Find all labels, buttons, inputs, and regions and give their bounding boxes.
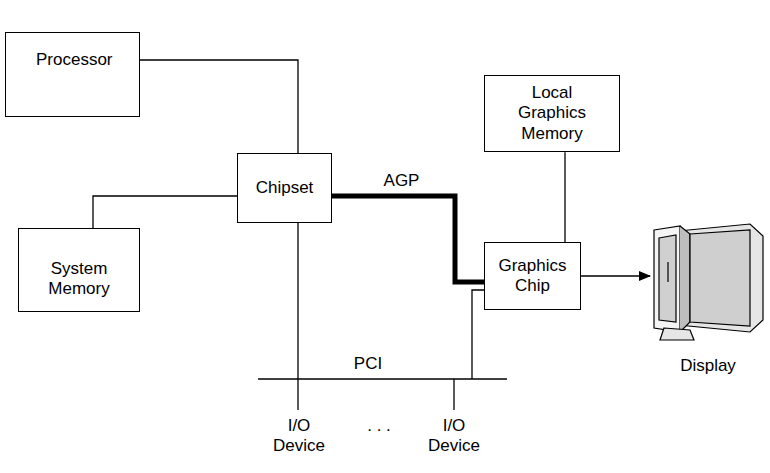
pci-bus-line xyxy=(258,378,507,379)
processor-box: Processor xyxy=(5,32,140,117)
bus-name: PCI xyxy=(348,354,388,374)
io-drop xyxy=(453,379,454,410)
memory-box: System Memory xyxy=(18,228,140,312)
memory-box: Local Graphics Memory xyxy=(484,75,620,152)
node-label: Processor xyxy=(36,50,113,70)
connector xyxy=(581,275,650,276)
connector xyxy=(564,152,565,242)
node-label: System Memory xyxy=(39,259,119,300)
monitor-icon xyxy=(650,222,766,344)
monitor-illustration xyxy=(650,222,766,344)
node-label: Graphics Chip xyxy=(493,256,573,297)
ellipsis: . . . xyxy=(357,416,401,436)
bus-name: AGP xyxy=(382,171,422,191)
io-device-label: I/O Device xyxy=(423,416,485,457)
graphics-pci-drop xyxy=(472,290,484,379)
graphics-chip-box: Graphics Chip xyxy=(484,242,581,310)
bus-connector xyxy=(332,196,484,282)
display-monitor: Display xyxy=(650,222,766,382)
connector xyxy=(93,196,237,228)
chipset-box: Chipset xyxy=(237,153,332,223)
io-drop xyxy=(297,379,298,410)
node-label: Display xyxy=(680,356,736,376)
io-device-label: I/O Device xyxy=(268,416,330,457)
node-label: Local Graphics Memory xyxy=(502,83,602,144)
connector xyxy=(140,60,298,153)
chipset-pci-drop xyxy=(297,223,298,379)
node-label: Chipset xyxy=(256,178,314,198)
